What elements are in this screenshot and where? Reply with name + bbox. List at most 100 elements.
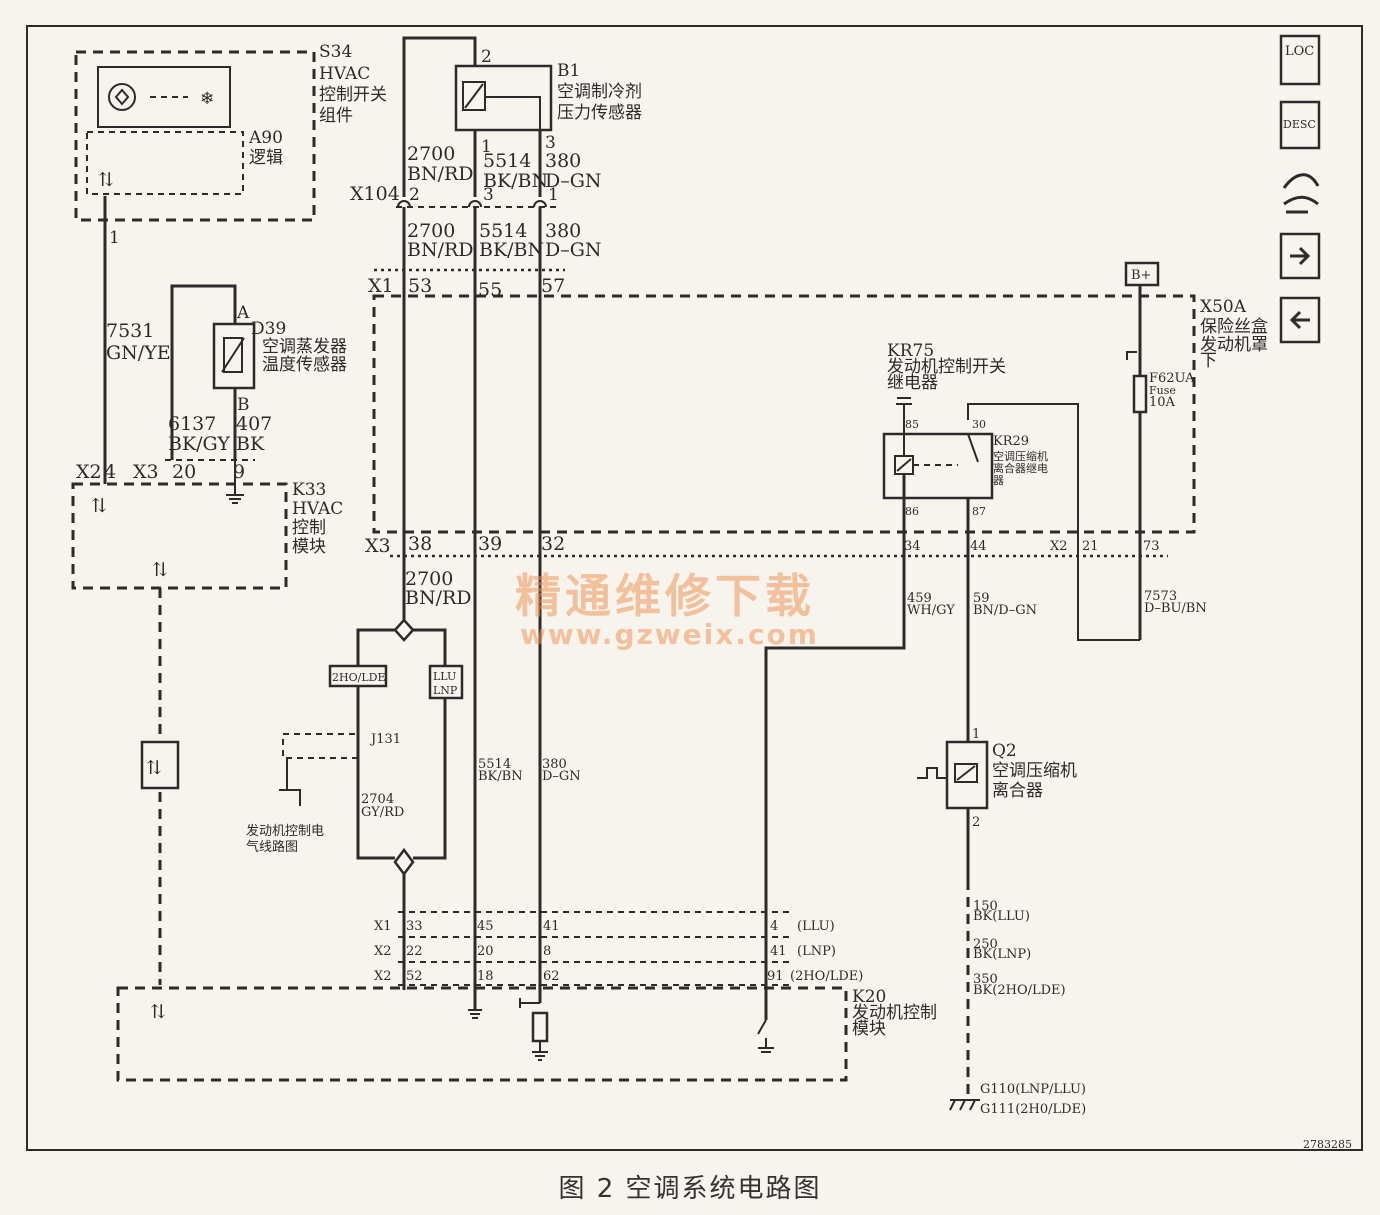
svg-text:⇅: ⇅: [152, 559, 168, 581]
s34-name: 控制开关: [319, 85, 387, 105]
pin-label: 20: [477, 944, 494, 959]
nav-next-button[interactable]: [1279, 232, 1321, 280]
q2-name: 离合器: [992, 781, 1043, 801]
wire-color: BK/BN: [483, 170, 548, 192]
k33-hvac-control-module: X2 4 X3 20 9 ⇅ ⇅ K33 HVAC 控制 模块: [71, 461, 343, 590]
pin-label: 39: [478, 533, 502, 555]
pin-label: 53: [408, 275, 432, 297]
b1-name: 压力传感器: [557, 103, 642, 123]
pin-label: 1: [972, 727, 980, 742]
pin-label: 18: [477, 969, 494, 984]
x50a-name: 下: [1200, 351, 1217, 371]
k33-name: 模块: [292, 537, 326, 557]
wire-number: 150: [973, 899, 998, 914]
d39-id: D39: [251, 319, 286, 339]
nav-prev-button[interactable]: [1279, 296, 1321, 344]
serial-data-icon: [140, 740, 180, 790]
pin-label: 55: [478, 279, 502, 301]
connector-label: X3: [133, 461, 159, 483]
kr29-name: 空调压缩机: [993, 449, 1048, 463]
wire-number: 2704: [361, 792, 394, 807]
x50a-name: 保险丝盒: [1200, 317, 1268, 337]
fuse-f62ua: B+ F62UA Fuse 10A: [1124, 261, 1195, 640]
pin-label: 32: [541, 533, 565, 555]
d39-name: 温度传感器: [262, 355, 347, 375]
connector-label: X2: [374, 944, 392, 959]
connector-label: X3: [365, 535, 391, 557]
ground-label: G111(2H0/LDE): [980, 1102, 1086, 1117]
wire-color: D–GN: [545, 170, 602, 192]
s34-id: S34: [319, 42, 352, 62]
wire-number: 2700: [407, 220, 455, 242]
connector-label: X1: [368, 275, 394, 297]
wire-color: WH/GY: [907, 603, 955, 618]
k20-name: 模块: [852, 1019, 886, 1039]
pin-label: 73: [1143, 539, 1160, 554]
svg-text:⇅: ⇅: [91, 495, 107, 517]
arrow-left-icon: [1289, 310, 1310, 330]
nav-loc-button[interactable]: LOC: [1279, 34, 1321, 86]
ground-icon: [949, 1099, 980, 1111]
kr29-name: 器: [993, 474, 1004, 487]
s34-name: 组件: [319, 106, 353, 126]
connector-label: X104: [350, 183, 400, 205]
pin-label: 9: [233, 461, 245, 483]
engine-ref-label: 发动机控制电: [246, 823, 324, 839]
pin-label: 87: [972, 505, 986, 518]
pin-label: 33: [406, 919, 423, 934]
d39-evaporator-temp-sensor: A B D39 空调蒸发器 温度传感器: [170, 284, 347, 460]
nav-desc-button[interactable]: DESC: [1279, 100, 1321, 150]
pin-label: 2: [409, 185, 420, 205]
wire-color: BK: [236, 433, 265, 455]
pin-label: 91: [767, 969, 784, 984]
watermark-title: 精通维修下载: [515, 569, 815, 623]
wire-number: 7531: [106, 320, 154, 342]
pin-label: 57: [541, 275, 565, 297]
b1-id: B1: [557, 61, 580, 81]
description-icon: DESC: [1283, 118, 1316, 131]
k20-name: 发动机控制: [852, 1003, 937, 1023]
b1-name: 空调制冷剂: [557, 82, 642, 102]
diagram-frame: [26, 25, 1363, 1151]
option-label: LLU: [433, 670, 456, 683]
k20-engine-control-module: ⇅ K20 发动机控制 模块: [116, 986, 937, 1082]
pin-label: 2: [972, 815, 980, 830]
pin-label: B: [237, 395, 250, 415]
pin-label: 4: [770, 919, 778, 934]
nav-connector-button[interactable]: [1282, 173, 1320, 214]
wire-number: 2700: [405, 568, 453, 590]
option-label: LNP: [433, 684, 458, 697]
wire-color: BK(2HO/LDE): [973, 983, 1066, 998]
pin-label: 3: [545, 133, 556, 153]
pin-label: 21: [1082, 539, 1099, 554]
wire-number: 7573: [1144, 589, 1177, 604]
battery-icon: B+: [1131, 268, 1151, 283]
s34-name: HVAC: [319, 64, 370, 84]
wire-color: D–GN: [545, 239, 602, 261]
wire-color: D–BU/BN: [1144, 601, 1207, 616]
arrow-right-icon: [1290, 246, 1311, 266]
pin-label: A: [236, 303, 250, 323]
fuse-label: 10A: [1149, 395, 1176, 410]
ground-icon: [757, 1019, 774, 1053]
a90-name: 逻辑: [249, 148, 283, 168]
pin-label: 1: [109, 228, 120, 248]
b1-refrigerant-pressure-sensor: 2 1 3 B1 空调制冷剂 压力传感器: [402, 36, 642, 197]
ground-icon: [532, 1041, 548, 1061]
connector-view-icon: [1282, 173, 1320, 214]
document-id: 2783285: [1303, 1138, 1352, 1151]
q2-compressor-clutch: 1 2 Q2 空调压缩机 离合器: [917, 727, 1077, 830]
j131-id: J131: [369, 732, 401, 747]
k33-name: HVAC: [292, 499, 343, 519]
k20-connectors: X1 33 45 41 4 (LLU) X2 22 20 8 41 (LNP) …: [374, 911, 863, 986]
pin-label: 3: [483, 185, 494, 205]
wire-number: 59: [973, 591, 990, 606]
x50a-name: 发动机罩: [1200, 335, 1268, 355]
wire-number: 380: [542, 757, 567, 772]
option-label: (LLU): [797, 919, 835, 934]
engine-ref-label: 气线路图: [246, 839, 298, 855]
pin-label: 38: [408, 533, 432, 555]
location-icon: LOC: [1285, 44, 1314, 59]
ground-icon: [468, 1009, 482, 1019]
